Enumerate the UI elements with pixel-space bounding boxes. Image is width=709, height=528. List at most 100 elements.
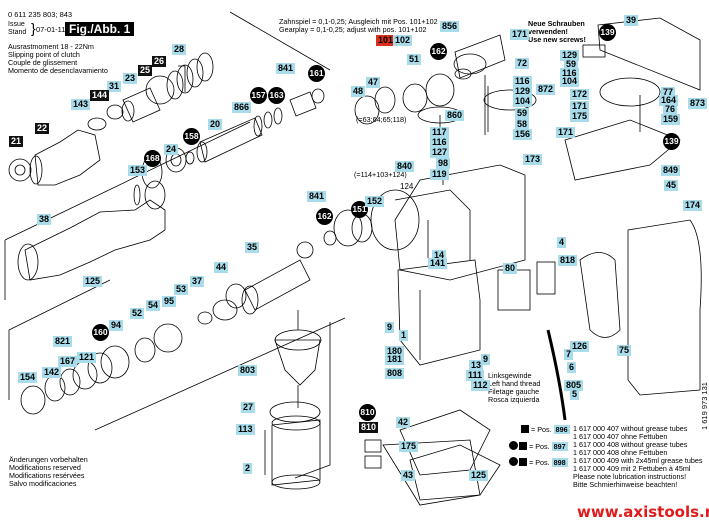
part-label[interactable]: 1 xyxy=(399,330,409,341)
part-label[interactable]: 28 xyxy=(172,44,187,55)
part-label[interactable]: 77 xyxy=(661,87,676,98)
part-label[interactable]: 54 xyxy=(146,300,161,311)
part-label[interactable]: 35 xyxy=(245,242,260,253)
part-label[interactable]: 25 xyxy=(138,65,153,76)
part-label[interactable]: 2 xyxy=(243,463,253,474)
part-label-circle[interactable]: 139 xyxy=(599,24,616,41)
part-label[interactable]: 42 xyxy=(396,417,411,428)
part-label[interactable]: 159 xyxy=(661,114,681,125)
part-label[interactable]: 125 xyxy=(469,470,489,481)
part-label[interactable]: 98 xyxy=(436,158,451,169)
part-label[interactable]: 53 xyxy=(174,284,189,295)
part-label[interactable]: 175 xyxy=(570,111,590,122)
part-label[interactable]: 171 xyxy=(510,29,530,40)
part-label[interactable]: 44 xyxy=(214,262,229,273)
part-label[interactable]: 156 xyxy=(513,129,533,140)
part-label[interactable]: 129 xyxy=(513,86,533,97)
part-label[interactable]: 37 xyxy=(190,276,205,287)
part-label[interactable]: 174 xyxy=(683,200,703,211)
part-label[interactable]: 5 xyxy=(570,389,580,400)
part-label[interactable]: 873 xyxy=(688,98,708,109)
part-label[interactable]: 45 xyxy=(664,180,679,191)
part-label[interactable]: 14 xyxy=(432,250,447,261)
part-label[interactable]: 76 xyxy=(663,104,678,115)
part-label[interactable]: 116 xyxy=(513,76,532,87)
part-label[interactable]: 24 xyxy=(164,144,179,155)
part-label[interactable]: 849 xyxy=(661,165,681,176)
part-label[interactable]: 6 xyxy=(567,362,577,373)
part-label-circle[interactable]: 810 xyxy=(359,404,376,421)
part-label[interactable]: 48 xyxy=(351,86,366,97)
part-label[interactable]: 27 xyxy=(241,402,256,413)
part-label[interactable]: 860 xyxy=(445,110,465,121)
part-label[interactable]: 154 xyxy=(18,372,38,383)
part-label-circle[interactable]: 151 xyxy=(351,201,368,218)
part-label[interactable]: 126 xyxy=(570,341,590,352)
part-label[interactable]: 9 xyxy=(385,322,395,333)
part-label[interactable]: 171 xyxy=(556,127,576,138)
part-label[interactable]: 117 xyxy=(430,127,449,138)
part-label[interactable]: 167 xyxy=(58,356,78,367)
part-label[interactable]: 72 xyxy=(515,58,530,69)
part-label[interactable]: 125 xyxy=(83,276,103,287)
part-label-circle[interactable]: 163 xyxy=(268,87,285,104)
part-label-circle[interactable]: 158 xyxy=(183,128,200,145)
part-label[interactable]: 840 xyxy=(395,161,415,172)
part-label[interactable]: 818 xyxy=(558,255,578,266)
part-label[interactable]: 152 xyxy=(365,196,385,207)
part-label[interactable]: 59 xyxy=(515,108,530,119)
part-label[interactable]: 144 xyxy=(90,90,110,101)
part-label-circle[interactable]: 139 xyxy=(663,133,680,150)
part-label[interactable]: 127 xyxy=(430,147,450,158)
part-label[interactable]: 172 xyxy=(570,89,590,100)
part-label-circle[interactable]: 157 xyxy=(250,87,267,104)
part-label[interactable]: 31 xyxy=(107,81,122,92)
part-label[interactable]: 116 xyxy=(430,137,449,148)
part-label[interactable]: 80 xyxy=(503,263,518,274)
part-label[interactable]: 116 xyxy=(560,68,579,79)
part-label[interactable]: 111 xyxy=(466,370,485,381)
part-label[interactable]: 121 xyxy=(77,352,97,363)
part-label[interactable]: 171 xyxy=(570,101,590,112)
part-label[interactable]: 38 xyxy=(37,214,52,225)
part-label-circle[interactable]: 162 xyxy=(430,43,447,60)
part-label[interactable]: 7 xyxy=(564,349,574,360)
part-label[interactable]: 104 xyxy=(513,96,533,107)
part-label[interactable]: 872 xyxy=(536,84,556,95)
part-label-plain[interactable]: 124 xyxy=(400,182,414,191)
part-label[interactable]: 20 xyxy=(208,119,223,130)
part-label[interactable]: 4 xyxy=(557,237,567,248)
part-label[interactable]: 22 xyxy=(35,123,50,134)
part-label[interactable]: 142 xyxy=(42,367,62,378)
part-label[interactable]: 856 xyxy=(440,21,460,32)
part-label[interactable]: 39 xyxy=(624,15,639,26)
part-label[interactable]: 26 xyxy=(152,56,167,67)
part-label[interactable]: 51 xyxy=(407,54,422,65)
part-label[interactable]: 13 xyxy=(469,360,484,371)
part-label[interactable]: 52 xyxy=(130,308,145,319)
part-label[interactable]: 841 xyxy=(276,63,296,74)
part-label[interactable]: 119 xyxy=(430,169,449,180)
part-label[interactable]: 841 xyxy=(307,191,327,202)
part-label[interactable]: 808 xyxy=(385,368,405,379)
part-label[interactable]: 180 xyxy=(385,346,405,357)
part-label-circle[interactable]: 162 xyxy=(316,208,333,225)
part-label[interactable]: 175 xyxy=(399,441,419,452)
part-label[interactable]: 141 xyxy=(428,258,448,269)
part-label-circle[interactable]: 160 xyxy=(92,324,109,341)
part-label[interactable]: 21 xyxy=(9,136,24,147)
part-label[interactable]: 143 xyxy=(71,99,91,110)
part-label[interactable]: 9 xyxy=(481,354,491,365)
part-label[interactable]: 866 xyxy=(232,102,252,113)
part-label[interactable]: 75 xyxy=(617,345,632,356)
part-label[interactable]: 102 xyxy=(393,35,413,46)
part-label[interactable]: 47 xyxy=(366,77,381,88)
part-label-highlighted[interactable]: 101 xyxy=(376,35,396,46)
part-label[interactable]: 43 xyxy=(401,470,416,481)
part-label[interactable]: 129 xyxy=(560,50,580,61)
part-label[interactable]: 112 xyxy=(471,380,490,391)
part-label[interactable]: 810 xyxy=(359,422,379,433)
part-label[interactable]: 94 xyxy=(109,320,124,331)
part-label-circle[interactable]: 168 xyxy=(144,150,161,167)
part-label[interactable]: 173 xyxy=(523,154,543,165)
